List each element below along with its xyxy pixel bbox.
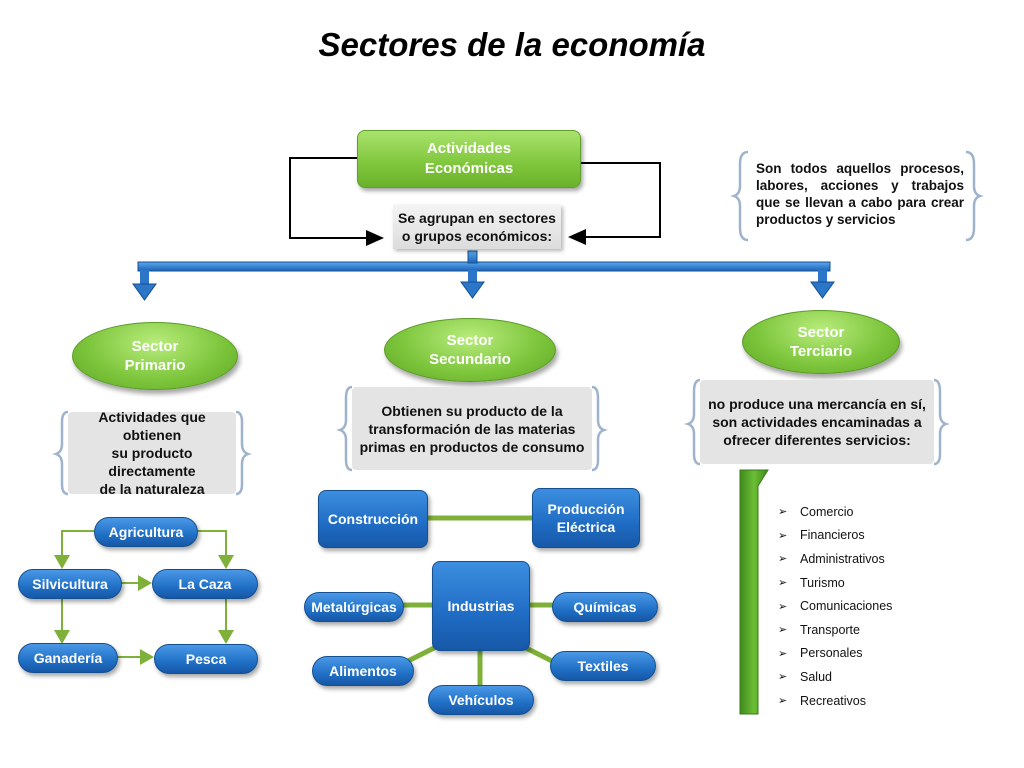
industry-metalurgicas: Metalúrgicas [304,592,404,622]
sector-secondary-line2: Secundario [429,351,511,368]
sector-primary-line2: Primario [124,357,186,374]
grouping-box: Se agrupan en sectores o grupos económic… [393,205,561,249]
right-loop-arrow [568,162,661,245]
service-label: Personales [800,646,863,661]
arrow-bullet-icon: ➢ [778,600,788,613]
industry-vehiculos: Vehículos [428,685,534,715]
service-label: Turismo [800,575,845,590]
industry-quimicas: Químicas [552,592,658,622]
left-loop-arrow [289,157,384,246]
arrow-bullet-icon: ➢ [778,577,788,590]
arrow-bullet-icon: ➢ [778,695,788,708]
activity-la-caza: La Caza [152,569,258,599]
service-label: Financieros [800,528,865,543]
primary-description: Actividades que obtienen su producto dir… [68,409,236,497]
arrow-to-tertiary [810,270,835,299]
industry-alimentos: Alimentos [312,656,414,686]
service-item: ➢ Turismo [778,571,892,595]
tertiary-desc-line2: son actividades encaminadas a [712,414,922,430]
secondary-left-brace [336,385,353,472]
tertiary-desc-line1: no produce una mercancía en sí, [708,396,926,412]
secondary-right-brace [591,385,608,472]
service-label: Comunicaciones [800,599,893,614]
primary-right-brace [235,410,252,496]
service-item: ➢ Salud [778,665,892,689]
services-bracket [739,469,769,715]
electric-line2: Eléctrica [556,519,616,535]
sector-tertiary-line1: Sector [797,324,845,341]
arrow-to-secondary [460,270,485,299]
page-title: Sectores de la economía [318,26,706,63]
service-item: ➢ Recreativos [778,689,892,713]
tertiary-left-brace [684,378,701,466]
secondary-description: Obtienen su producto de la transformació… [352,387,592,470]
definition-right-brace [965,150,984,242]
primary-desc-line2: su producto directamente [108,445,196,479]
primary-flow-arrows [54,530,234,665]
sector-primary-oval: Sector Primario [72,322,238,390]
service-item: ➢ Administrativos [778,547,892,571]
arrow-bullet-icon: ➢ [778,647,788,660]
secondary-desc-line1: Obtienen su producto de la [381,402,563,419]
sector-tertiary-line2: Terciario [789,343,853,360]
industry-textiles: Textiles [550,651,656,681]
service-item: ➢ Financieros [778,524,892,548]
primary-desc-line3: de la naturaleza [99,481,205,497]
service-label: Recreativos [800,693,866,708]
service-item: ➢ Comunicaciones [778,594,892,618]
secondary-desc-line2: transformación de las materias [368,420,576,437]
activity-agricultura: Agricultura [94,517,198,547]
grouping-line2: o grupos económicos: [401,228,553,244]
grouping-line1: Se agrupan en sectores [398,210,556,226]
activity-pesca: Pesca [154,644,258,674]
arrow-bullet-icon: ➢ [778,553,788,566]
arrow-bullet-icon: ➢ [778,624,788,637]
sector-tertiary-oval: Sector Terciario [742,310,900,374]
activity-ganaderia: Ganadería [18,643,118,673]
service-item: ➢ Comercio [778,500,892,524]
definition-left-brace [730,150,749,242]
services-list: ➢Comercio ➢Financieros ➢Administrativos … [778,500,892,712]
activity-silvicultura: Silvicultura [18,569,122,599]
sector-secondary-oval: Sector Secundario [384,318,556,382]
electric-production-box: Producción Eléctrica [532,488,640,548]
construction-box: Construcción [318,490,428,548]
service-label: Administrativos [800,551,885,566]
service-item: ➢ Transporte [778,618,892,642]
arrow-to-primary [132,270,157,301]
sector-secondary-line1: Sector [446,332,494,349]
arrow-bullet-icon: ➢ [778,529,788,542]
arrow-bullet-icon: ➢ [778,506,788,519]
definition-note: Son todos aquellos procesos, labores, ac… [756,161,964,227]
root-label-line2: Económicas [424,160,514,177]
service-item: ➢ Personales [778,642,892,666]
blue-branch-bar [132,250,835,301]
tertiary-description: no produce una mercancía en sí, son acti… [700,380,934,464]
service-label: Comercio [800,504,854,519]
arrow-bullet-icon: ➢ [778,671,788,684]
service-label: Transporte [800,622,860,637]
electric-line1: Producción [547,501,625,517]
secondary-desc-line3: primas en productos de consumo [359,438,585,455]
primary-left-brace [52,410,69,496]
primary-desc-line1: Actividades que obtienen [98,409,206,443]
tertiary-desc-line3: ofrecer diferentes servicios: [723,432,911,448]
service-label: Salud [800,669,832,684]
root-activities-box: Actividades Económicas [357,130,581,188]
root-label-line1: Actividades [426,140,512,157]
sector-primary-line1: Sector [131,338,179,355]
root-loop-arrows [289,157,661,246]
industries-box: Industrias [432,561,530,651]
tertiary-right-brace [933,378,950,466]
